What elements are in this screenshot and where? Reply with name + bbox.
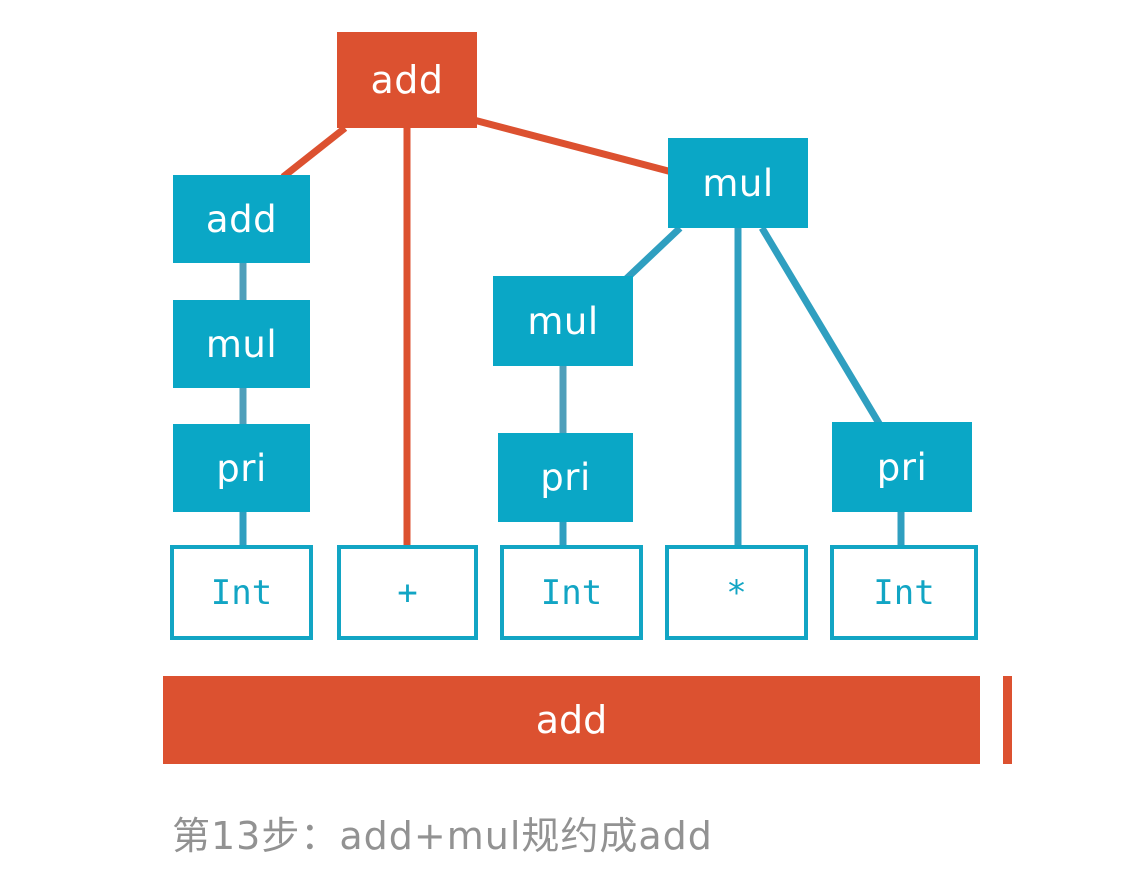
node-root-add[interactable]: add: [337, 32, 477, 128]
node-left-pri[interactable]: pri: [173, 424, 310, 512]
stack-bar[interactable]: add: [163, 676, 980, 764]
edge-rightmul-to-rightpri: [758, 226, 884, 427]
node-root-add-label: add: [370, 58, 444, 102]
node-mid-pri-label: pri: [540, 456, 591, 499]
node-mid-pri[interactable]: pri: [498, 433, 633, 522]
edge-root-to-right-mul: [469, 115, 673, 176]
stack-bar-label: add: [535, 698, 608, 742]
node-left-add-label: add: [205, 197, 278, 241]
token-label-3: Int: [540, 572, 603, 613]
token-box-1[interactable]: Int: [170, 545, 313, 640]
token-label-1: Int: [210, 572, 273, 613]
token-label-2: +: [397, 572, 418, 613]
token-label-4: *: [726, 572, 747, 613]
token-label-5: Int: [873, 572, 935, 613]
token-box-2[interactable]: +: [337, 545, 478, 640]
token-box-5[interactable]: Int: [830, 545, 978, 640]
node-mid-mul[interactable]: mul: [493, 276, 633, 366]
edge-rightmul-to-midmul: [622, 225, 683, 283]
node-right-pri-label: pri: [876, 445, 928, 489]
node-left-mul-label: mul: [205, 322, 278, 366]
node-left-add[interactable]: add: [173, 175, 310, 263]
node-right-mul-top[interactable]: mul: [668, 138, 808, 228]
node-left-mul[interactable]: mul: [173, 300, 310, 388]
edge-root-to-left-add: [280, 125, 348, 180]
token-box-4[interactable]: *: [665, 545, 808, 640]
token-box-3[interactable]: Int: [500, 545, 643, 640]
step-caption: 第13步：add+mul规约成add: [172, 814, 713, 858]
node-left-pri-label: pri: [216, 446, 267, 490]
stack-bar-cursor-tick: [1003, 676, 1012, 764]
node-right-mul-top-label: mul: [702, 161, 774, 205]
node-right-pri[interactable]: pri: [832, 422, 972, 512]
node-mid-mul-label: mul: [527, 299, 599, 343]
